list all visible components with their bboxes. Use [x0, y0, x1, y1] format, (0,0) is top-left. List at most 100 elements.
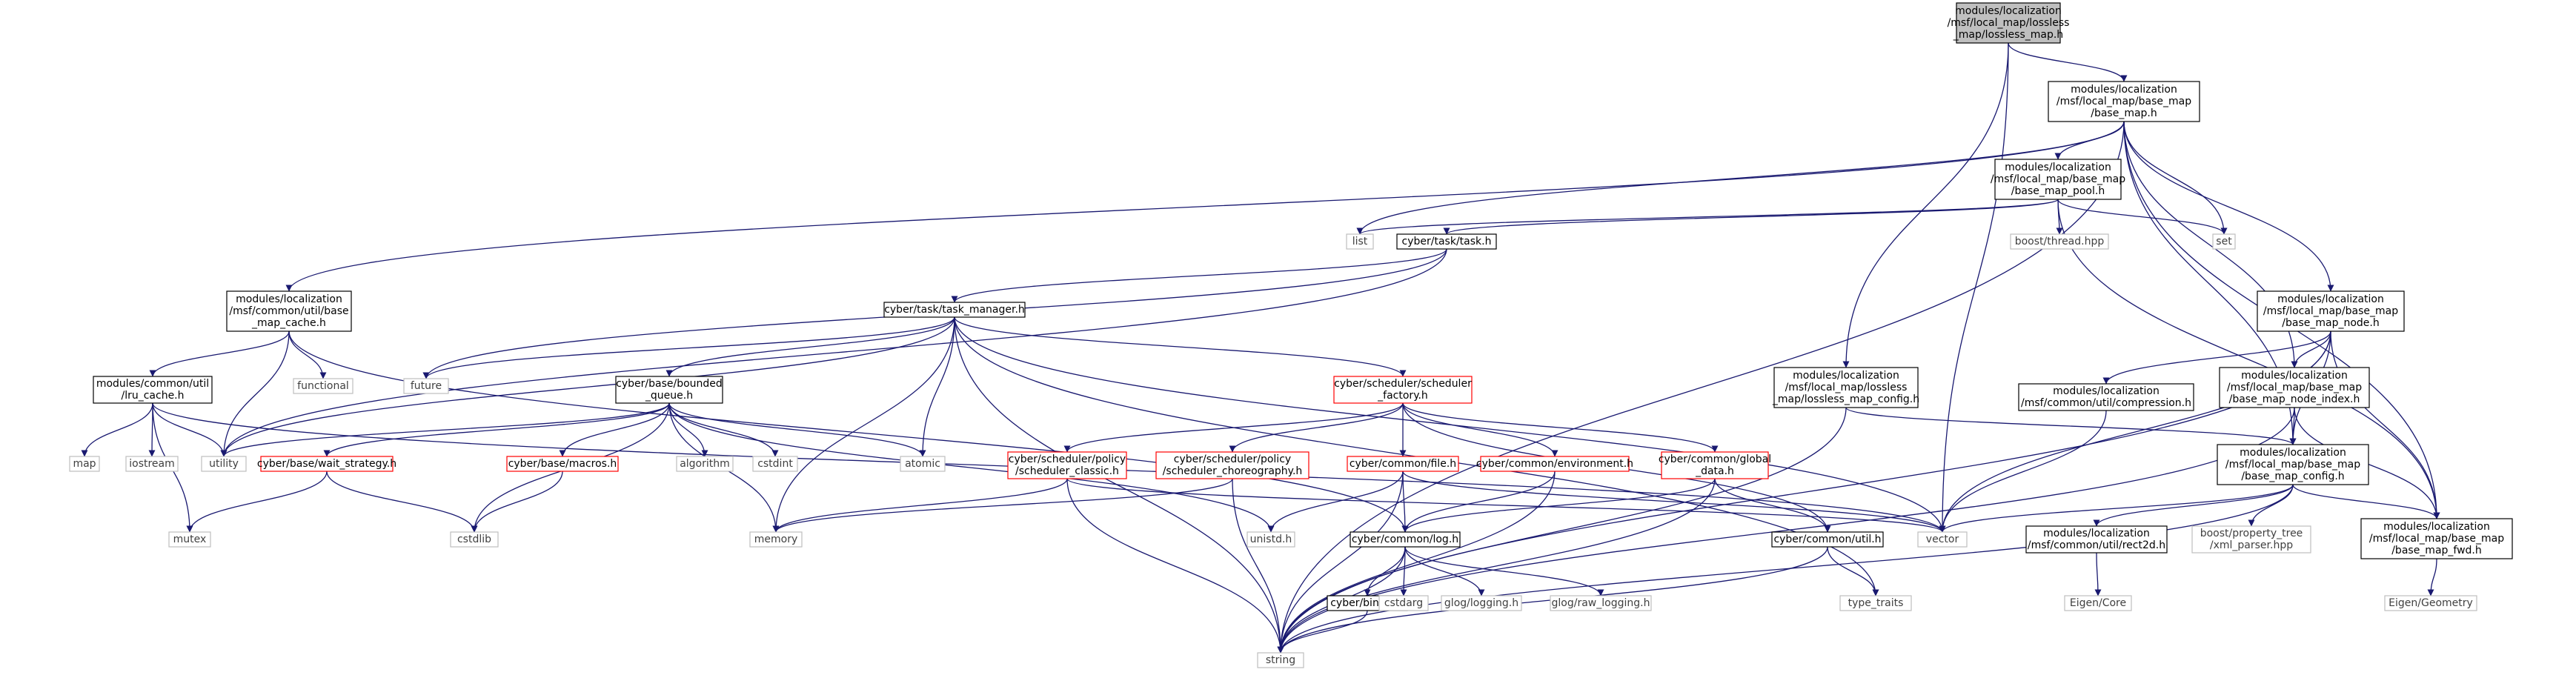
node-scheduler_choreography[interactable]: cyber/scheduler/policy/scheduler_choreog…: [1155, 451, 1309, 479]
edge-lossless_config-to-base_map_config: [1845, 407, 2297, 445]
node-boost_thread: boost/thread.hpp: [2010, 233, 2109, 250]
node-global_data[interactable]: cyber/common/global_data.h: [1659, 451, 1771, 479]
node-cstdint: cstdint: [752, 456, 798, 472]
node-box-base_map_node: [2257, 290, 2405, 332]
node-label-base_map_config-line-2: /base_map_config.h: [2241, 471, 2344, 482]
node-root[interactable]: modules/localization/msf/local_map/lossl…: [1948, 2, 2070, 44]
node-box-functional: [293, 378, 353, 394]
node-base_map_fwd[interactable]: modules/localization/msf/local_map/base_…: [2360, 518, 2513, 559]
node-scheduler_classic[interactable]: cyber/scheduler/policy/scheduler_classic…: [1007, 451, 1127, 479]
node-label-iostream-line-0: iostream: [129, 458, 175, 470]
node-label-base_map-line-1: /msf/local_map/base_map: [2057, 96, 2191, 107]
node-label-scheduler_choreography-line-1: /scheduler_choreography.h: [1163, 465, 1303, 477]
edge-base_map_node-to-compression: [2102, 330, 2331, 385]
node-label-lru_cache-line-0: modules/common/util: [96, 378, 209, 390]
node-box-glog_raw: [1550, 595, 1652, 611]
edge-base_map_node-to-base_map_fwd: [2330, 330, 2440, 519]
node-box-log: [1350, 531, 1461, 548]
node-box-rect2d: [2025, 525, 2168, 554]
node-utility: utility: [201, 456, 247, 472]
node-log[interactable]: cyber/common/log.h: [1350, 531, 1461, 548]
node-label-task_manager-line-0: cyber/task/task_manager.h: [884, 304, 1025, 316]
node-file[interactable]: cyber/common/file.h: [1347, 456, 1459, 472]
edge-base_map_config-to-string: [1277, 484, 2294, 654]
edge-scheduler_factory-to-global_data: [1402, 402, 1719, 453]
edge-bounded_queue-to-wait_strategy: [323, 402, 670, 457]
node-common_util[interactable]: cyber/common/util.h: [1771, 531, 1884, 548]
node-label-base_map_cache-line-1: /msf/common/util/base: [229, 305, 348, 317]
node-lossless_config[interactable]: modules/localization/msf/local_map/lossl…: [1772, 367, 1919, 408]
node-environment[interactable]: cyber/common/environment.h: [1476, 456, 1633, 472]
node-wait_strategy[interactable]: cyber/base/wait_strategy.h: [257, 456, 396, 472]
node-label-utility-line-0: utility: [209, 458, 239, 470]
node-label-compression-line-1: /msf/common/util/compression.h: [2021, 397, 2191, 409]
node-label-bounded_queue-line-0: cyber/base/bounded: [616, 378, 723, 390]
node-box-future: [403, 378, 449, 394]
node-compression[interactable]: modules/localization/msf/common/util/com…: [2018, 383, 2194, 411]
node-base_map_node[interactable]: modules/localization/msf/local_map/base_…: [2257, 290, 2405, 332]
node-label-task-line-0: cyber/task/task.h: [1402, 236, 1492, 247]
edge-task_manager-to-future: [422, 316, 955, 379]
node-box-atomic: [900, 456, 946, 472]
node-atomic: atomic: [900, 456, 946, 472]
edge-global_data-to-string: [1277, 478, 1716, 654]
node-box-task: [1396, 233, 1497, 250]
node-algorithm: algorithm: [676, 456, 734, 472]
edge-base_map_cache-to-lru_cache: [149, 330, 290, 377]
edge-global_data-to-log: [1401, 478, 1716, 533]
node-label-base_map_cache-line-0: modules/localization: [236, 293, 342, 305]
edge-environment-to-log: [1401, 471, 1556, 533]
node-glog_logging: glog/logging.h: [1441, 595, 1522, 611]
node-box-list: [1346, 233, 1374, 250]
node-box-compression: [2018, 383, 2194, 411]
edge-base_map_fwd-to-eigen_geometry: [2427, 558, 2437, 596]
edge-scheduler_choreography-to-memory: [772, 478, 1233, 533]
node-lru_cache[interactable]: modules/common/util/lru_cache.h: [93, 376, 213, 404]
node-label-environment-line-0: cyber/common/environment.h: [1476, 458, 1633, 470]
node-label-base_map_node_index-line-2: /base_map_node_index.h: [2229, 393, 2360, 405]
node-label-mutex-line-0: mutex: [173, 534, 207, 545]
node-scheduler_factory[interactable]: cyber/scheduler/scheduler_factory.h: [1333, 376, 1473, 404]
node-task[interactable]: cyber/task/task.h: [1396, 233, 1497, 250]
node-label-base_map_pool-line-1: /msf/local_map/base_map: [1991, 173, 2125, 185]
node-label-unistd-line-0: unistd.h: [1250, 534, 1292, 545]
node-label-base_map_node-line-0: modules/localization: [2277, 293, 2384, 305]
node-label-log-line-0: cyber/common/log.h: [1352, 534, 1458, 545]
node-base_map_cache[interactable]: modules/localization/msf/common/util/bas…: [226, 290, 352, 332]
node-label-base_map_cache-line-2: _map_cache.h: [251, 317, 326, 329]
node-label-future-line-0: future: [411, 380, 442, 392]
node-box-string: [1257, 652, 1304, 668]
edge-scheduler_factory-to-scheduler_choreography: [1229, 402, 1404, 453]
edge-scheduler_factory-to-environment: [1402, 402, 1558, 457]
node-label-compression-line-0: modules/localization: [2053, 385, 2160, 397]
node-base_map_node_index[interactable]: modules/localization/msf/local_map/base_…: [2219, 367, 2370, 408]
node-base_map_config[interactable]: modules/localization/msf/local_map/base_…: [2217, 444, 2369, 485]
node-type_traits: type_traits: [1839, 595, 1912, 611]
edge-lossless_config-to-string: [1277, 407, 1847, 654]
node-macros[interactable]: cyber/base/macros.h: [506, 456, 619, 472]
edge-root-to-base_map: [2008, 42, 2128, 82]
node-set: set: [2212, 233, 2236, 250]
edge-bounded_queue-to-atomic: [668, 402, 926, 457]
node-cstdarg: cstdarg: [1378, 595, 1429, 611]
nodes-layer: modules/localization/msf/local_map/lossl…: [69, 2, 2513, 668]
edge-task_manager-to-bounded_queue: [665, 316, 955, 377]
node-box-unistd: [1246, 531, 1295, 548]
node-label-boost_thread-line-0: boost/thread.hpp: [2015, 236, 2105, 247]
node-bounded_queue[interactable]: cyber/base/bounded_queue.h: [615, 376, 723, 404]
node-rect2d[interactable]: modules/localization/msf/common/util/rec…: [2025, 525, 2168, 554]
node-task_manager[interactable]: cyber/task/task_manager.h: [883, 302, 1026, 318]
node-glog_raw: glog/raw_logging.h: [1550, 595, 1652, 611]
edge-task_manager-to-memory: [772, 316, 955, 533]
edge-scheduler_classic-to-string: [1066, 478, 1284, 654]
node-base_map_pool[interactable]: modules/localization/msf/local_map/base_…: [1991, 159, 2125, 200]
node-label-string-line-0: string: [1266, 654, 1295, 666]
node-box-scheduler_factory: [1333, 376, 1473, 404]
node-mutex: mutex: [168, 531, 211, 548]
edge-scheduler_factory-to-scheduler_classic: [1063, 402, 1404, 453]
edge-file-to-vector: [1402, 471, 1946, 533]
node-label-cstdint-line-0: cstdint: [757, 458, 793, 470]
node-label-lossless_config-line-0: modules/localization: [1793, 370, 1899, 382]
node-label-set-line-0: set: [2216, 236, 2232, 247]
node-base_map[interactable]: modules/localization/msf/local_map/base_…: [2048, 81, 2200, 122]
